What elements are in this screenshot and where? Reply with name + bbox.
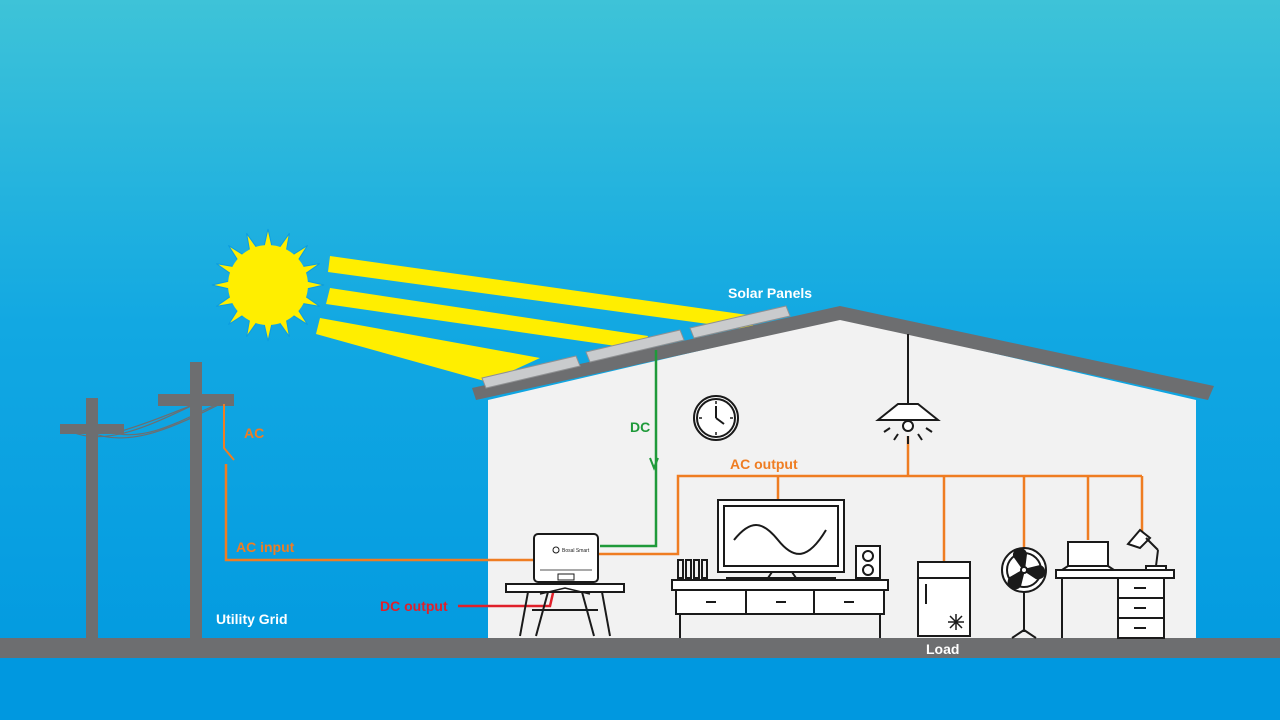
ac-output-wires [596, 436, 1144, 562]
sun-beam-top [328, 256, 755, 330]
refrigerator-icon [917, 561, 971, 637]
solar-panels [481, 305, 791, 389]
ground [0, 638, 1280, 658]
desk-icon [1055, 569, 1175, 639]
inverter-device: Bosal Smart [533, 533, 599, 583]
inverter-brand: Bosal Smart [562, 548, 590, 554]
label-ac-input: AC input [236, 539, 295, 555]
laptop-icon [1058, 541, 1118, 571]
label-utility-grid: Utility Grid [216, 611, 288, 627]
wall-clock-icon [693, 395, 739, 441]
label-load: Load [926, 641, 959, 657]
decor-bottles [677, 559, 708, 579]
side-table-icon [505, 583, 625, 637]
dc-wire [600, 350, 659, 548]
ac-input-wire [223, 404, 534, 562]
ground-water [0, 658, 1280, 720]
utility-pole-left [60, 398, 124, 640]
tv-cabinet-icon [671, 579, 889, 638]
label-solar-panels: Solar Panels [728, 285, 812, 301]
label-ac: AC [244, 425, 264, 441]
sun-icon [211, 228, 325, 342]
label-ac-output: AC output [730, 456, 798, 472]
label-dc-output: DC output [380, 598, 448, 614]
utility-pole-right [158, 362, 234, 640]
brand-logo-icon [552, 546, 560, 554]
sun-beam-bottom [316, 318, 540, 382]
sun-beam-middle [326, 288, 648, 350]
label-dc: DC [630, 419, 650, 435]
fan-icon [1001, 547, 1047, 639]
snowflake-icon [948, 614, 964, 630]
tv-icon [717, 499, 845, 579]
desk-lamp-icon [1126, 528, 1167, 571]
speaker-icon [855, 545, 881, 579]
sun-beams [316, 256, 755, 382]
ceiling-lamp-icon [875, 334, 941, 444]
